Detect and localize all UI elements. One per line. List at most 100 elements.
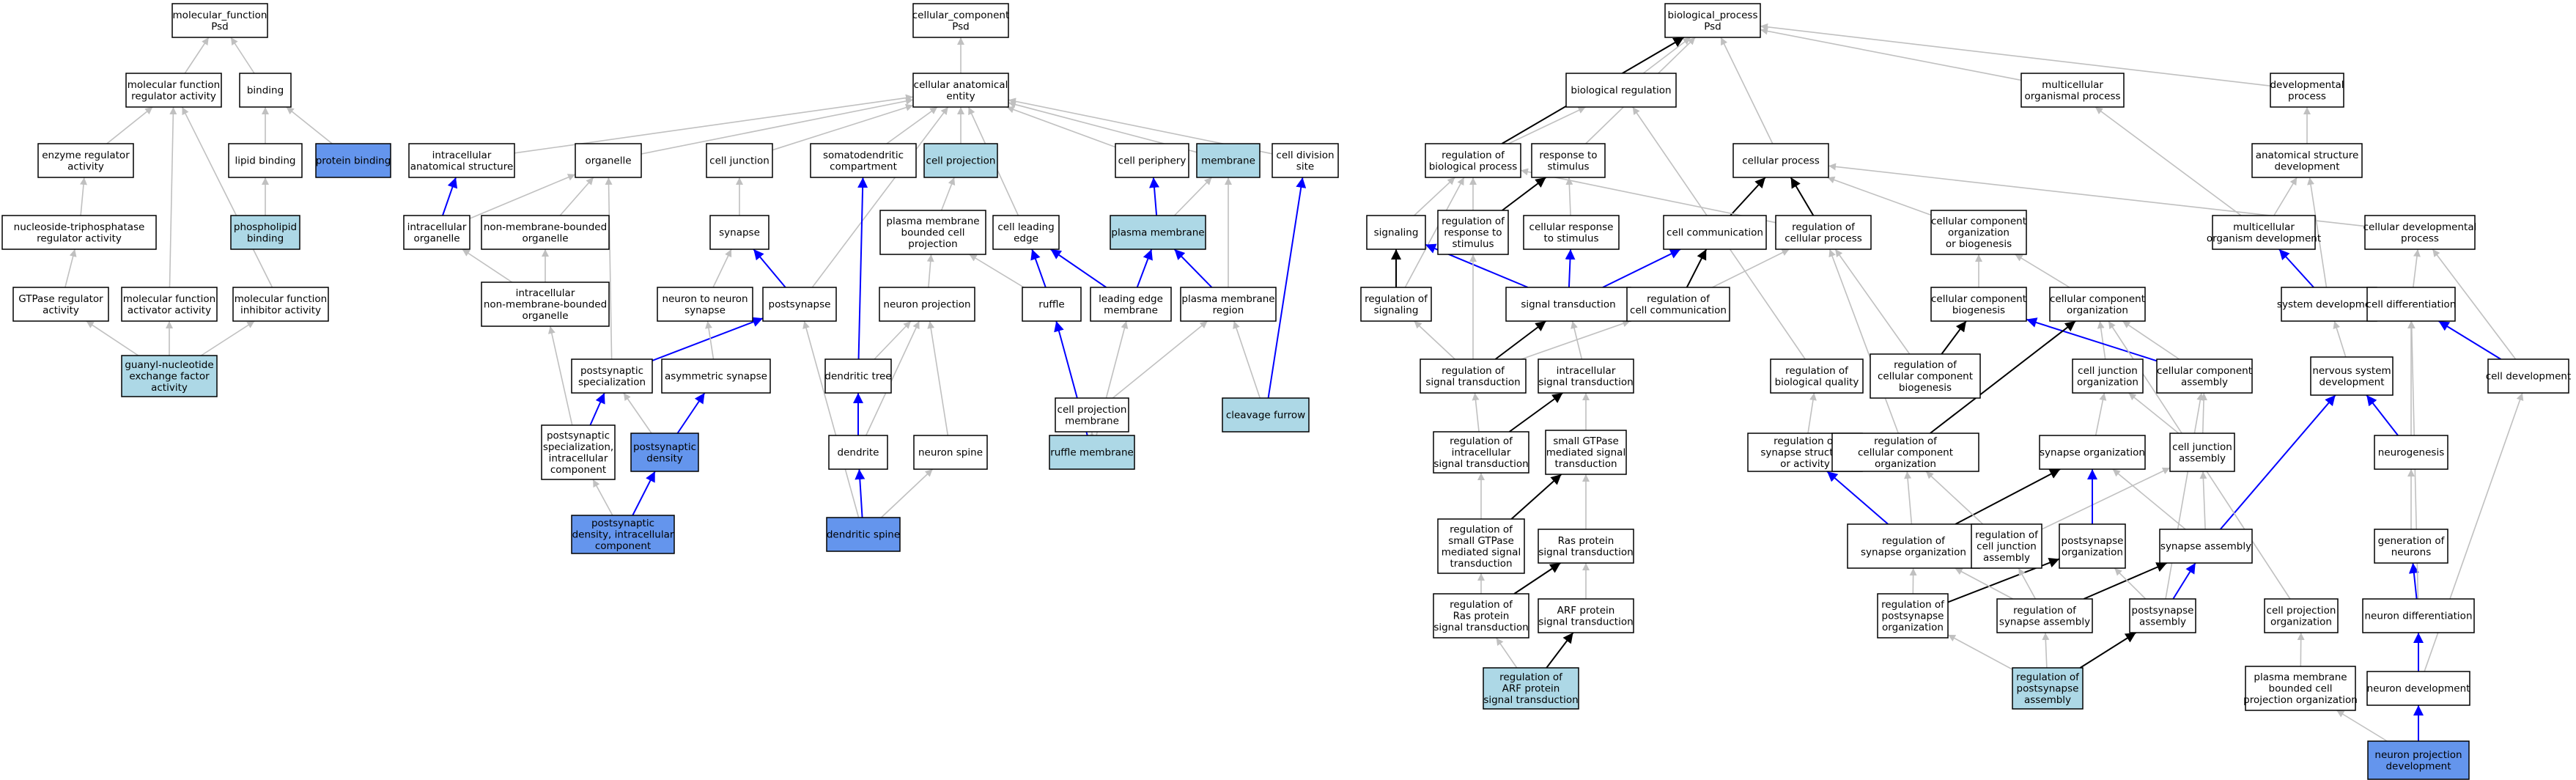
go-term-node-sysdev[interactable]: system development: [2277, 287, 2381, 322]
go-term-node-pssic[interactable]: postsynapticspecialization,intracellular…: [541, 424, 616, 480]
go-term-node-postsyn[interactable]: postsynapse: [762, 287, 837, 322]
go-term-node-neurogen[interactable]: neurogenesis: [2374, 435, 2448, 470]
go-term-node-cellperi[interactable]: cell periphery: [1115, 143, 1189, 178]
go-term-node-synorg[interactable]: synapse organization: [2039, 435, 2146, 470]
go-term-node-neuronproj[interactable]: neuron projection: [879, 287, 975, 322]
go-term-node-neurdev[interactable]: neuron development: [2366, 671, 2470, 706]
go-term-node-signaling[interactable]: signaling: [1366, 215, 1426, 250]
go-term-node-dendrite[interactable]: dendrite: [828, 435, 888, 470]
go-term-node-cleavage[interactable]: cleavage furrow: [1222, 397, 1310, 433]
go-term-node-membrane[interactable]: membrane: [1196, 143, 1261, 178]
go-term-node-cellproj[interactable]: cell projection: [923, 143, 998, 178]
go-term-node-inmbo[interactable]: intracellularnon-membrane-boundedorganel…: [481, 282, 610, 327]
go-term-node-lipid[interactable]: lipid binding: [228, 143, 303, 178]
go-term-node-synapse[interactable]: synapse: [709, 215, 770, 250]
go-term-node-bioreg[interactable]: biological regulation: [1565, 73, 1677, 108]
go-term-node-protbind[interactable]: protein binding: [315, 143, 391, 178]
go-term-node-cellproc[interactable]: cellular process: [1732, 143, 1829, 178]
go-term-node-asymsyn[interactable]: asymmetric synapse: [661, 358, 771, 394]
go-term-node-rufflemem[interactable]: ruffle membrane: [1049, 435, 1135, 470]
go-term-node-organelle[interactable]: organelle: [575, 143, 642, 178]
go-term-node-neurdiff[interactable]: neuron differentiation: [2362, 598, 2475, 633]
go-term-node-plasmamem[interactable]: plasma membrane: [1110, 215, 1206, 250]
go-term-node-dspine[interactable]: dendritic spine: [826, 517, 901, 552]
go-term-node-nspine[interactable]: neuron spine: [913, 435, 988, 470]
go-term-node-celljunc[interactable]: cell junction: [706, 143, 773, 178]
go-term-node-ruffle[interactable]: ruffle: [1022, 287, 1082, 322]
go-term-node-celldiff[interactable]: cell differentiation: [2366, 287, 2457, 322]
go-term-node-binding[interactable]: binding: [239, 73, 292, 108]
go-term-node-dtree[interactable]: dendritic tree: [824, 358, 892, 394]
go-term-node-celldev[interactable]: cell development: [2486, 358, 2572, 394]
go-term-node-cellcomm[interactable]: cell communication: [1663, 215, 1767, 250]
go-term-node-synasm[interactable]: synapse assembly: [2159, 529, 2253, 564]
go-term-node-sigtrans[interactable]: signal transduction: [1505, 287, 1631, 322]
